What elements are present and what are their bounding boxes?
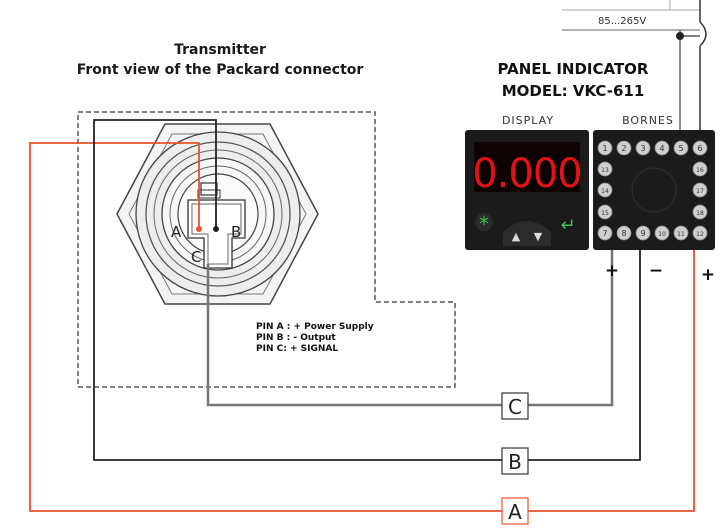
pin-b-label: B [231,223,241,241]
terminal-number-12: 12 [696,231,704,238]
star-icon: * [479,212,489,236]
wire-label-c: C [501,392,529,420]
transmitter-subtitle: Front view of the Packard connector [76,62,364,78]
terminal-number-18: 18 [696,210,704,217]
legend-pin-b: PIN B : - Output [256,333,336,343]
supply-voltage: 85...265V [598,16,646,27]
wire-a-right [528,222,695,512]
wire-b [93,119,502,461]
terminal-number-4: 4 [659,144,664,153]
star-button[interactable] [475,213,493,231]
polarity-minus: − [649,261,663,281]
terminal-number-1: 1 [602,144,607,153]
transmitter-dashed-outline [77,111,456,388]
pin-legend: PIN A : + Power Supply PIN B : - Output … [256,322,446,355]
terminal-12 [692,225,708,241]
terminal-number-14: 14 [601,188,609,195]
arrow-button-pad [503,221,551,246]
terminal-5 [673,140,689,156]
svg-text:C: C [508,395,522,419]
wire-c-right [528,250,614,407]
pin-c-label: C [191,248,201,266]
panel-heading: PANEL INDICATOR MODEL: VKC-611 [468,58,678,102]
polarity-plus-left: + [605,261,619,281]
terminal-6 [692,140,708,156]
terminal-18 [692,204,708,220]
terminal-14 [597,182,613,198]
terminal-number-5: 5 [678,144,683,153]
transmitter-heading: Transmitter Front view of the Packard co… [30,40,410,80]
terminal-1 [597,140,613,156]
terminal-number-3: 3 [640,144,645,153]
enter-icon[interactable]: ↵ [560,215,575,236]
terminal-number-16: 16 [696,167,704,174]
terminal-number-10: 10 [658,231,666,238]
legend-pin-c: PIN C: + SIGNAL [256,344,339,354]
terminal-number-9: 9 [640,229,645,238]
terminal-number-15: 15 [601,210,609,217]
connector-key [200,182,218,196]
wire-label-a: A [501,497,529,525]
terminal-16 [692,161,708,177]
wire-a [29,142,502,512]
terminal-3 [635,140,651,156]
wire-b-right [528,250,641,461]
terminal-2 [616,140,632,156]
panel-title-line1: PANEL INDICATOR [497,60,649,78]
supply-node [676,32,684,40]
bornes-module [593,130,715,250]
packard-connector [116,123,319,305]
terminal-8 [616,225,632,241]
pin-housing [187,199,246,269]
transmitter-title: Transmitter [174,42,266,58]
down-arrow-icon[interactable]: ▼ [534,230,543,243]
supply-jumper-arc [699,21,707,47]
terminal-number-6: 6 [697,144,702,153]
terminal-number-17: 17 [696,188,704,195]
led-display-value: 0.000 [472,151,582,197]
terminal-9 [635,225,651,241]
pin-a-label: A [171,223,182,241]
terminal-4 [654,140,670,156]
terminal-number-13: 13 [601,167,609,174]
bornes-label: BORNES [622,114,674,127]
terminal-10 [654,225,670,241]
wire-c [206,264,502,407]
panel-title-line2: MODEL: VKC-611 [501,82,645,100]
pin-b-dot [213,226,219,232]
terminal-7 [597,225,613,241]
terminal-number-2: 2 [621,144,626,153]
terminal-11 [673,225,689,241]
terminal-13 [597,161,613,177]
terminal-number-11: 11 [677,231,685,238]
pin-a-dot [196,226,202,232]
display-label: DISPLAY [502,114,554,127]
up-arrow-icon[interactable]: ▲ [512,230,521,243]
terminal-number-8: 8 [621,229,626,238]
terminal-number-7: 7 [602,229,607,238]
polarity-plus-right: + [701,265,715,285]
legend-pin-a: PIN A : + Power Supply [256,322,374,332]
svg-text:B: B [508,450,522,474]
terminal-15 [597,204,613,220]
terminal-17 [692,182,708,198]
svg-text:A: A [508,500,522,524]
wire-label-b: B [501,447,529,475]
